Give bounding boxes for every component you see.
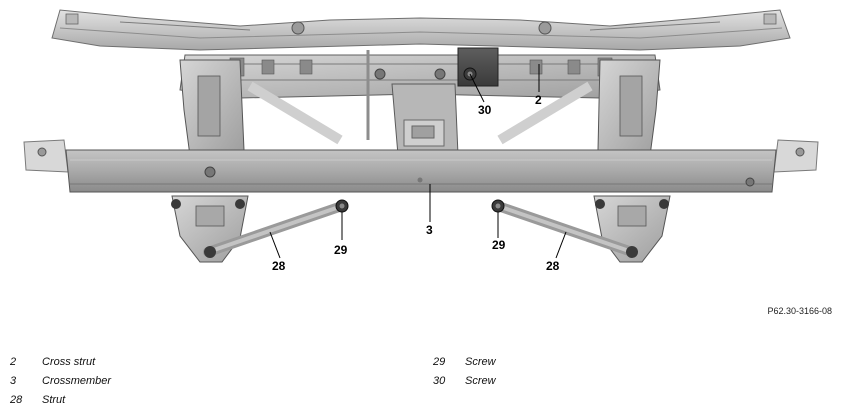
- callout-2: 2: [535, 93, 542, 107]
- legend-label: Screw: [465, 356, 496, 368]
- legend-number: 3: [10, 375, 17, 387]
- right-strut: [493, 201, 637, 257]
- center-bracket: [366, 50, 459, 156]
- upper-support-beam: [51, 9, 791, 51]
- legend-label: Crossmember: [42, 375, 112, 387]
- left-strut: [203, 201, 347, 257]
- left-side-bracket: [179, 59, 343, 157]
- legend-number: 30: [433, 375, 446, 387]
- callout-28-left: 28: [272, 259, 286, 273]
- legend-number: 29: [433, 356, 446, 368]
- legend-number: 28: [10, 394, 23, 406]
- figure-reference: P62.30-3166-08: [767, 306, 832, 316]
- callout-3: 3: [426, 223, 433, 237]
- screw-30: [457, 47, 499, 87]
- left-end-tab: [23, 139, 69, 173]
- leader-lines: [269, 64, 567, 259]
- front-end-carrier-diagram: 2 30 3 29 29 28 28: [23, 9, 819, 273]
- screw-29-left: [335, 199, 349, 213]
- legend-label: Strut: [42, 394, 66, 406]
- legend-number: 2: [10, 356, 17, 368]
- callout-28-right: 28: [546, 259, 560, 273]
- screw-icon: [171, 199, 669, 258]
- right-end-tab: [773, 139, 819, 173]
- callout-30: 30: [478, 103, 492, 117]
- right-side-bracket: [497, 59, 661, 157]
- callout-29-left: 29: [334, 243, 348, 257]
- screw-29-right: [491, 199, 505, 213]
- crossmember: [65, 149, 777, 193]
- callout-29-right: 29: [492, 238, 506, 252]
- legend-label: Cross strut: [42, 356, 96, 368]
- legend-label: Screw: [465, 375, 496, 387]
